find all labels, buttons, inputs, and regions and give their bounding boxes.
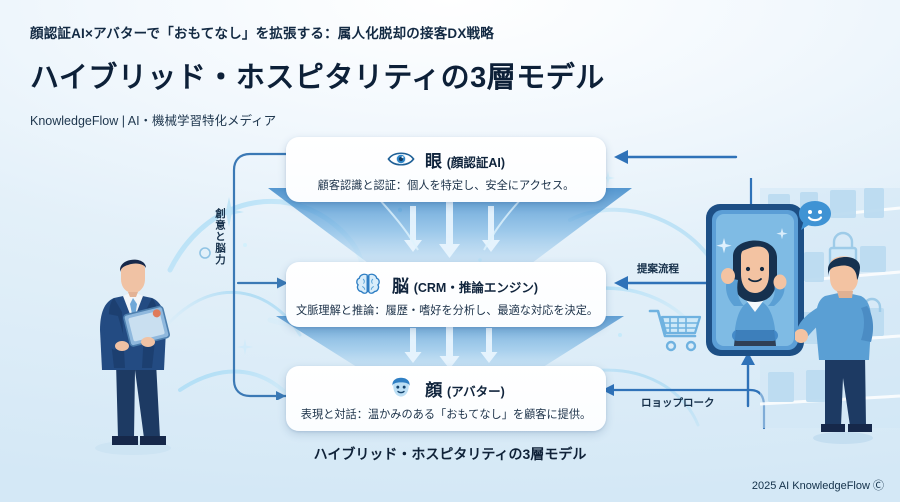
flow-label-left: 創意と脳力 <box>214 208 226 266</box>
card-title-sub: (アバター) <box>446 384 505 399</box>
eye-icon <box>387 152 415 166</box>
brain-icon <box>356 273 380 294</box>
flow-label-right-middle: 提案流程 <box>637 263 679 275</box>
layer-card-brain[interactable]: 脳 (CRM・推論エンジン) 文脈理解と推論：履歴・嗜好を分析し、最適な対応を決… <box>286 262 606 327</box>
layer-card-face[interactable]: 顔 (アバター) 表現と対話：温かみのある「おもてなし」を顧客に提供。 <box>286 366 606 431</box>
card-description: 文脈理解と推論：履歴・嗜好を分析し、最適な対応を決定。 <box>296 305 599 317</box>
card-description: 表現と対話：温かみのある「おもてなし」を顧客に提供。 <box>300 409 592 421</box>
card-title-main: 眼 <box>424 151 442 171</box>
kiosk-avatar-illustration <box>706 204 804 356</box>
face-avatar-icon <box>392 377 410 397</box>
card-header: 眼 (顔認証AI) <box>296 146 596 172</box>
card-title: 顔 (アバター) <box>425 376 505 401</box>
shopping-cart-icon <box>648 309 702 352</box>
ring-marker-icon <box>199 247 211 259</box>
connector-right-top-arrow <box>614 150 738 164</box>
card-title-sub: (CRM・推論エンジン) <box>413 280 539 295</box>
customer-illustration <box>795 256 874 444</box>
businessman-illustration <box>95 259 171 455</box>
copyright-footer: 2025 AI KnowledgeFlow Ⓒ <box>751 480 884 492</box>
card-title: 脳 (CRM・推論エンジン) <box>392 272 538 297</box>
card-title-main: 顔 <box>425 380 443 400</box>
smiley-chat-bubble-icon <box>799 201 831 230</box>
connector-kiosk-top-stem <box>749 178 753 204</box>
header-eyebrow: 顔認証AI×アバターで「おもてなし」を拡張する：属人化脱却の接客DX戦略 <box>30 26 494 41</box>
header: 顔認証AI×アバターで「おもてなし」を拡張する：属人化脱却の接客DX戦略 ハイブ… <box>30 22 730 129</box>
sparkle-icon <box>237 339 253 355</box>
card-title-main: 脳 <box>391 276 409 296</box>
card-title-sub: (顔認証AI) <box>446 155 506 170</box>
layer-card-eye[interactable]: 眼 (顔認証AI) 顧客認識と認証：個人を特定し、安全にアクセス。 <box>286 137 606 202</box>
retail-shelves-illustration <box>760 188 900 428</box>
brand-line: KnowledgeFlow | AI・機械学習特化メディア <box>30 114 277 128</box>
card-header: 脳 (CRM・推論エンジン) <box>296 271 596 297</box>
bottom-caption: ハイブリッド・ホスピタリティの3層モデル <box>313 446 587 462</box>
card-header: 顔 (アバター) <box>296 375 596 401</box>
connector-kiosk-up-arrow <box>741 352 755 408</box>
card-title: 眼 (顔認証AI) <box>425 147 505 172</box>
card-description: 顧客認識と認証：個人を特定し、安全にアクセス。 <box>317 180 575 192</box>
flow-label-right-bottom: ロョップローク <box>641 397 715 409</box>
page-title: ハイブリッド・ホスピタリティの3層モデル <box>30 62 605 94</box>
